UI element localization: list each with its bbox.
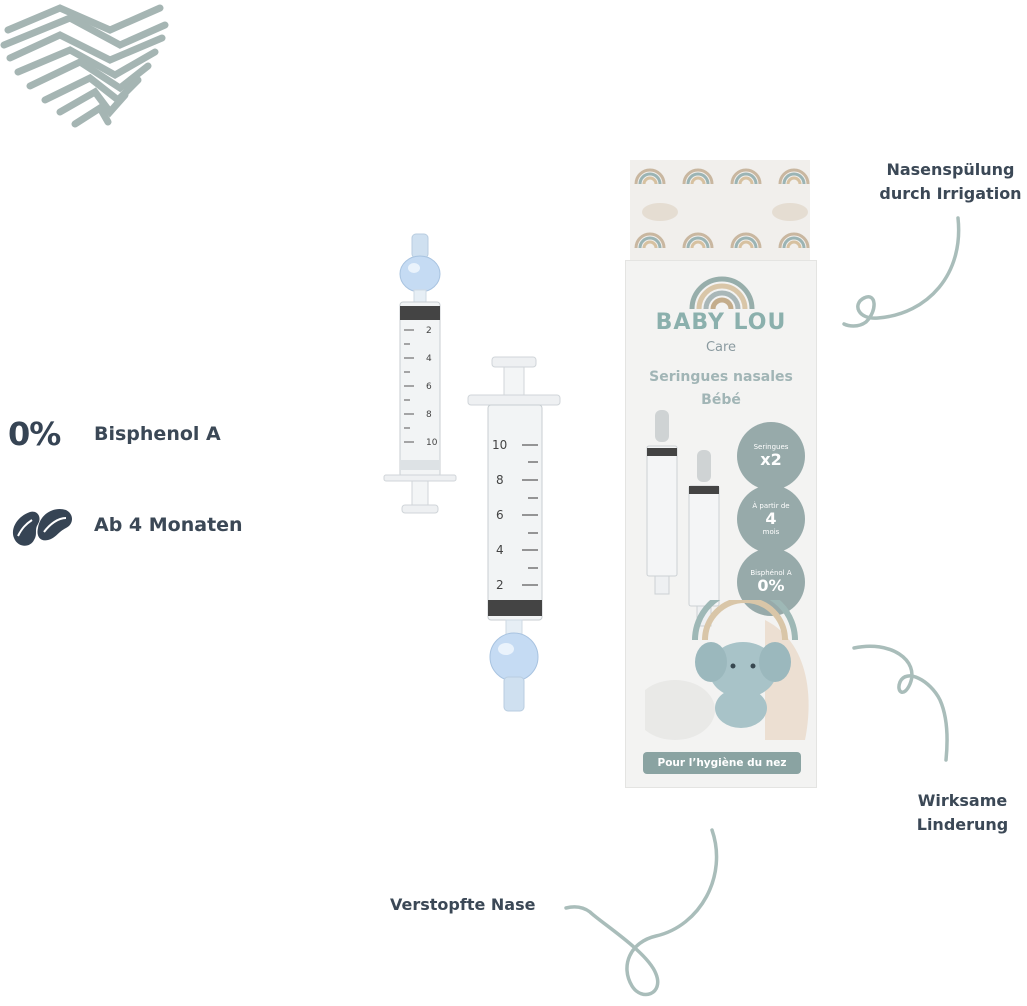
feature-bisphenol: 0% Bisphenol A xyxy=(8,415,221,453)
scale-mark: 6 xyxy=(496,508,504,522)
badge-quantity: Seringues x2 xyxy=(737,422,805,490)
curl-line-icon xyxy=(564,828,719,997)
badge-bisphenol: Bisphénol A 0% xyxy=(737,548,805,616)
rainbow-logo-icon xyxy=(689,276,755,309)
syringe-small-scale xyxy=(404,329,414,443)
rainbow-pattern-icon xyxy=(634,168,810,249)
scale-mark: 2 xyxy=(496,578,504,592)
baby-feet-icon xyxy=(12,508,72,546)
scale-mark: 6 xyxy=(426,382,432,392)
curl-line-icon xyxy=(842,216,961,328)
syringe-small: 2 4 6 8 10 xyxy=(383,233,457,514)
package-title: Seringues nasales xyxy=(649,369,793,385)
brand-name: BABY LOU xyxy=(655,310,787,335)
syringe-large-scale xyxy=(522,444,538,586)
scale-mark: 10 xyxy=(492,438,507,452)
curl-line-icon xyxy=(852,644,949,762)
elephant-illustration xyxy=(645,600,809,740)
percent-icon: 0% xyxy=(8,415,61,453)
callout-blocked-nose: Verstopfte Nase xyxy=(390,895,536,914)
scale-mark: 10 xyxy=(426,438,438,448)
scale-mark: 4 xyxy=(496,543,504,557)
package-top-pattern xyxy=(630,160,810,260)
package-banner: Pour l’hygiène du nez xyxy=(643,752,801,774)
feature-label: Ab 4 Monaten xyxy=(94,514,243,536)
syringe-large: 10 8 6 4 2 xyxy=(467,356,561,712)
package-syringes-illustration xyxy=(646,410,720,627)
feature-label: Bisphenol A xyxy=(94,423,221,445)
syringe-large-tip xyxy=(489,632,539,712)
scale-mark: 8 xyxy=(426,410,432,420)
callout-nasal-irrigation: Nasenspülung durch Irrigation xyxy=(879,160,1022,203)
package-subtitle: Bébé xyxy=(701,392,741,408)
product-package: BABY LOU Care Seringues nasales Bébé Ser… xyxy=(625,160,817,790)
feature-age: Ab 4 Monaten xyxy=(8,498,243,552)
syringe-small-tip xyxy=(399,233,441,305)
scale-mark: 2 xyxy=(426,326,432,336)
scribble-heart-icon xyxy=(0,4,169,128)
scale-mark: 8 xyxy=(496,473,504,487)
badge-age: À partir de 4 mois xyxy=(737,485,805,553)
scale-mark: 4 xyxy=(426,354,432,364)
callout-effective-relief: Wirksame Linderung xyxy=(916,791,1009,834)
brand-sub: Care xyxy=(705,340,737,355)
